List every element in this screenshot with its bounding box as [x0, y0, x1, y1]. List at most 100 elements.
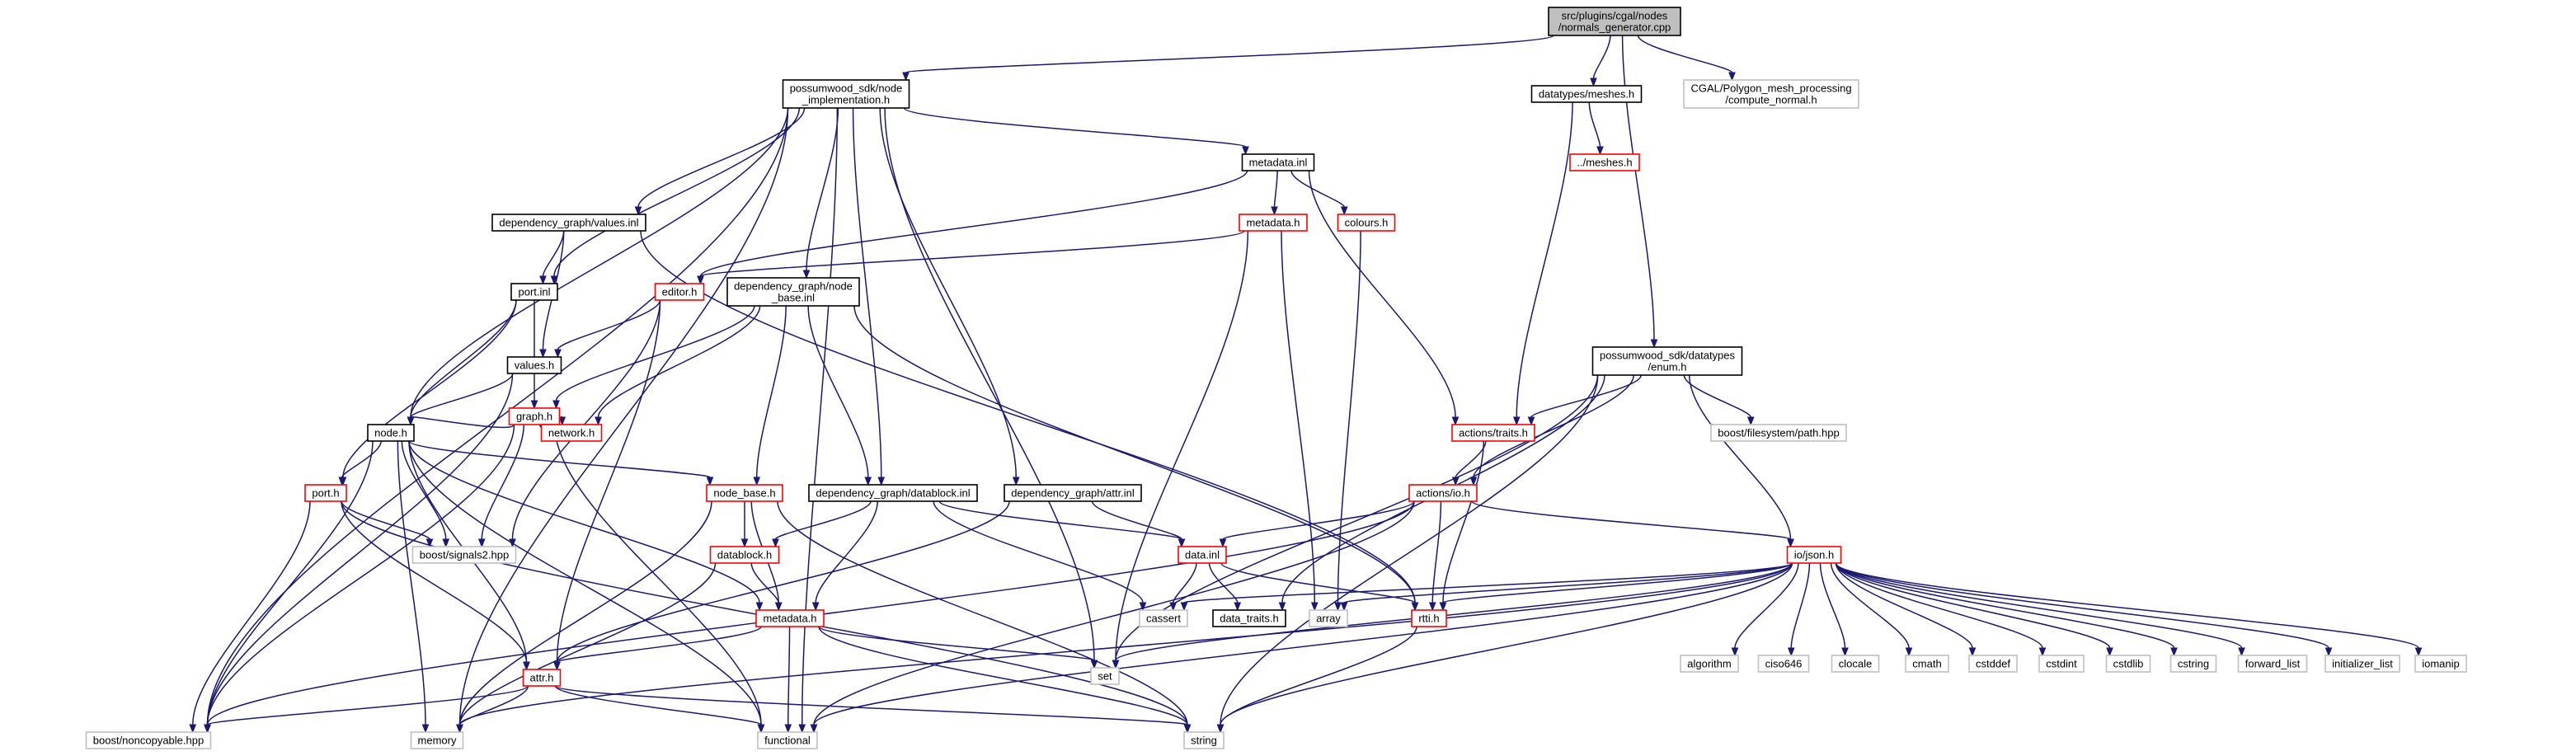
arrowhead-icon [421, 724, 430, 734]
node-port-inl[interactable]: port.inl [510, 283, 558, 301]
edge-root-to-cgal-normal [1637, 35, 1736, 82]
node-datablock-h[interactable]: datablock.h [709, 546, 780, 564]
node-actions-io[interactable]: actions/io.h [1408, 484, 1478, 502]
node-data-inl[interactable]: data.inl [1178, 546, 1227, 564]
node-cmath: cmath [1905, 655, 1949, 673]
arrowhead-icon [1596, 146, 1604, 156]
edge-io-json-to-algorithm [1731, 562, 1799, 657]
node-network[interactable]: network.h [540, 424, 603, 442]
edge-line [1115, 562, 1793, 661]
node-node-base-h[interactable]: node_base.h [706, 484, 783, 502]
node-box [540, 424, 603, 442]
node-label: _base.inl [771, 292, 815, 304]
edge-line [554, 685, 762, 725]
edge-actions-traits-to-rtti [1439, 440, 1485, 612]
edge-line [1220, 626, 1417, 725]
edge-line [1431, 500, 1442, 603]
node-data-traits[interactable]: data_traits.h [1212, 609, 1286, 627]
node-meshes-dt[interactable]: datatypes/meshes.h [1530, 85, 1643, 103]
edge-enum-h-to-fs-path [1683, 374, 1755, 426]
edge-line [1530, 374, 1643, 418]
node-box [757, 731, 818, 749]
node-label: algorithm [1687, 658, 1731, 670]
edge-port-h-to-attr-h [341, 500, 530, 671]
edge-io-json-to-cstring [1835, 562, 2178, 657]
edge-node-h-to-metadata-h [408, 440, 764, 612]
edge-port-h-to-noncopyable [189, 500, 311, 734]
arrowhead-icon [753, 477, 761, 486]
node-graph-h[interactable]: graph.h [508, 407, 561, 425]
node-root[interactable]: src/plugins/cgal/nodes/normals_generator… [1548, 7, 1681, 36]
node-label: node.h [374, 427, 407, 439]
node-actions-traits[interactable]: actions/traits.h [1451, 424, 1535, 442]
arrowhead-icon [1841, 647, 1849, 657]
arrowhead-icon [552, 400, 560, 410]
arrowhead-icon [1527, 416, 1535, 426]
node-rtti[interactable]: rtti.h [1411, 609, 1447, 627]
edge-actions-traits-to-actions-io [1451, 440, 1487, 486]
node-label: dependency_graph/values.inl [499, 217, 638, 229]
node-string: string [1183, 731, 1225, 749]
arrowhead-icon [697, 275, 704, 285]
node-node-base-inl[interactable]: dependency_graph/node_base.inl [726, 277, 860, 307]
arrowhead-icon [634, 206, 642, 216]
node-colours[interactable]: colours.h [1337, 214, 1396, 232]
node-box [1451, 424, 1535, 442]
node-functional: functional [757, 731, 818, 749]
node-box [1680, 655, 1739, 673]
edge-line [554, 685, 1188, 725]
edge-line [1819, 562, 1846, 649]
node-enum-h[interactable]: possumwood_sdk/datatypes/enum.h [1591, 346, 1743, 376]
edge-line [458, 685, 529, 725]
node-port-h[interactable]: port.h [304, 484, 347, 502]
node-node-h[interactable]: node.h [367, 424, 415, 442]
edge-attr-h-to-string [554, 685, 1192, 734]
node-box [508, 407, 561, 425]
edge-line [557, 299, 661, 350]
edge-line [1208, 562, 1239, 603]
edge-graph-h-to-node-h [407, 416, 515, 429]
node-attr-inl[interactable]: dependency_graph/attr.inl [1004, 484, 1142, 502]
edge-line [1290, 170, 1345, 208]
edge-io-json-to-cstdlib [1835, 562, 2113, 657]
node-datablock-inl[interactable]: dependency_graph/datablock.inl [808, 484, 978, 502]
node-label: iomanip [2422, 658, 2460, 670]
arrowhead-icon [755, 602, 764, 612]
edge-io-json-to-array [1340, 562, 1793, 612]
node-metadata-h[interactable]: metadata.h [755, 609, 825, 627]
node-algorithm: algorithm [1680, 655, 1739, 673]
edge-line [938, 500, 1182, 540]
edge-node-impl-to-attr-inl [879, 107, 1020, 486]
node-values-h[interactable]: values.h [506, 356, 562, 374]
edge-line [1220, 374, 1599, 725]
arrowhead-icon [1650, 339, 1658, 349]
node-meshes-up[interactable]: ../meshes.h [1569, 153, 1640, 171]
arrowhead-icon [477, 538, 486, 548]
edge-graph-h-to-noncopyable [204, 424, 515, 734]
arrowhead-icon [1139, 602, 1147, 612]
arrowhead-icon [1451, 416, 1460, 426]
node-box [85, 731, 212, 749]
arrowhead-icon [1169, 602, 1178, 612]
edge-root-to-node-impl [902, 35, 1554, 82]
node-io-json[interactable]: io/json.h [1786, 546, 1842, 564]
node-editor[interactable]: editor.h [654, 283, 705, 301]
node-label: cstdint [2046, 658, 2077, 670]
node-box [1178, 546, 1227, 564]
node-metadata-h-top[interactable]: metadata.h [1239, 214, 1308, 232]
edge-io-json-to-cmath [1830, 562, 1913, 657]
node-node-impl[interactable]: possumwood_sdk/node_implementation.h [782, 79, 910, 109]
edge-graph-h-to-signals2 [477, 424, 524, 548]
node-label: attr.h [530, 672, 554, 684]
node-attr-h[interactable]: attr.h [522, 669, 562, 687]
arrowhead-icon [407, 416, 415, 426]
node-box [491, 214, 646, 232]
node-values-inl[interactable]: dependency_graph/values.inl [491, 214, 646, 232]
node-metadata-inl[interactable]: metadata.inl [1241, 153, 1315, 171]
node-label: /normals_generator.cpp [1558, 21, 1671, 34]
edge-metadata-h-top-to-set [1112, 230, 1249, 669]
edge-line [397, 440, 426, 725]
edge-io-json-to-set [1112, 562, 1793, 669]
node-box [1786, 546, 1842, 564]
